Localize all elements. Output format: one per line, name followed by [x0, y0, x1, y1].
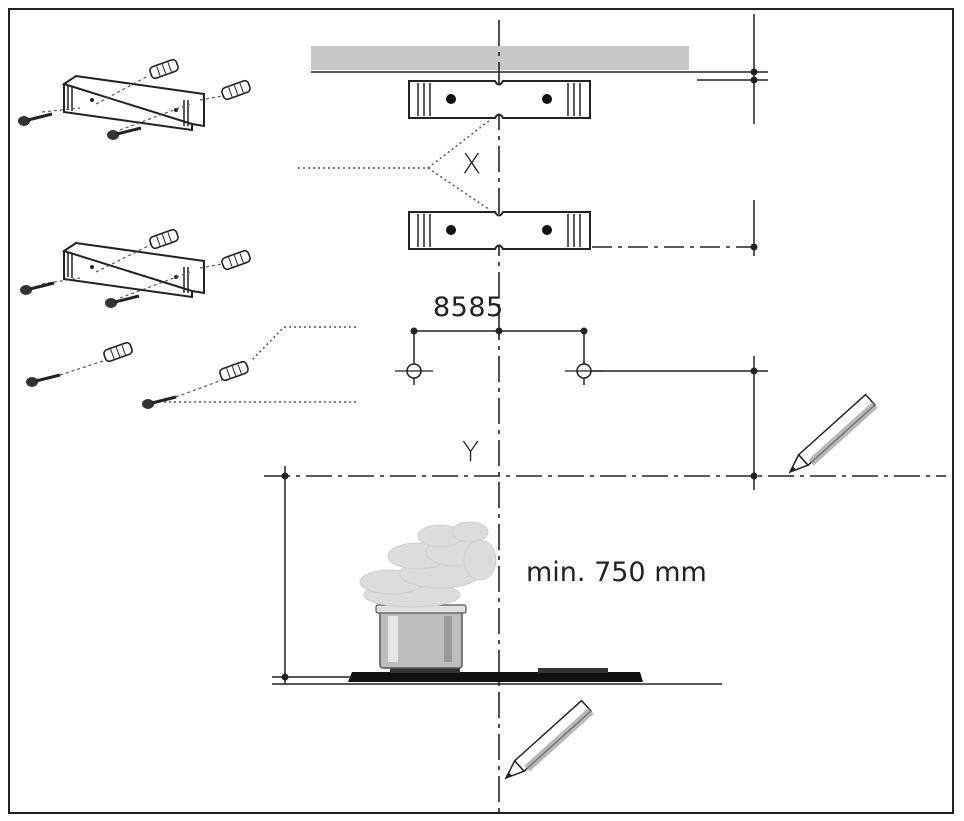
label-bracket-spacing: 8585 — [433, 292, 504, 323]
screw-anchor-icon — [24, 340, 135, 389]
bracket-kit-icon — [18, 227, 253, 310]
steam-icon — [359, 521, 497, 608]
label-y: Y — [462, 435, 480, 468]
pencil-icon — [788, 393, 878, 474]
label-x: X — [462, 147, 482, 180]
screw-anchor-icon — [140, 359, 251, 411]
pencil-icon — [504, 699, 594, 780]
hob-icon — [348, 668, 643, 682]
ceiling-bar — [311, 46, 689, 70]
label-min-height: min. 750 mm — [526, 557, 707, 588]
mounting-plate-top — [408, 80, 591, 119]
mounting-plate-bottom — [408, 211, 591, 250]
cooking-pot-icon — [375, 604, 467, 669]
drill-hole-left — [395, 363, 433, 379]
bracket-kit-icon — [16, 57, 253, 142]
